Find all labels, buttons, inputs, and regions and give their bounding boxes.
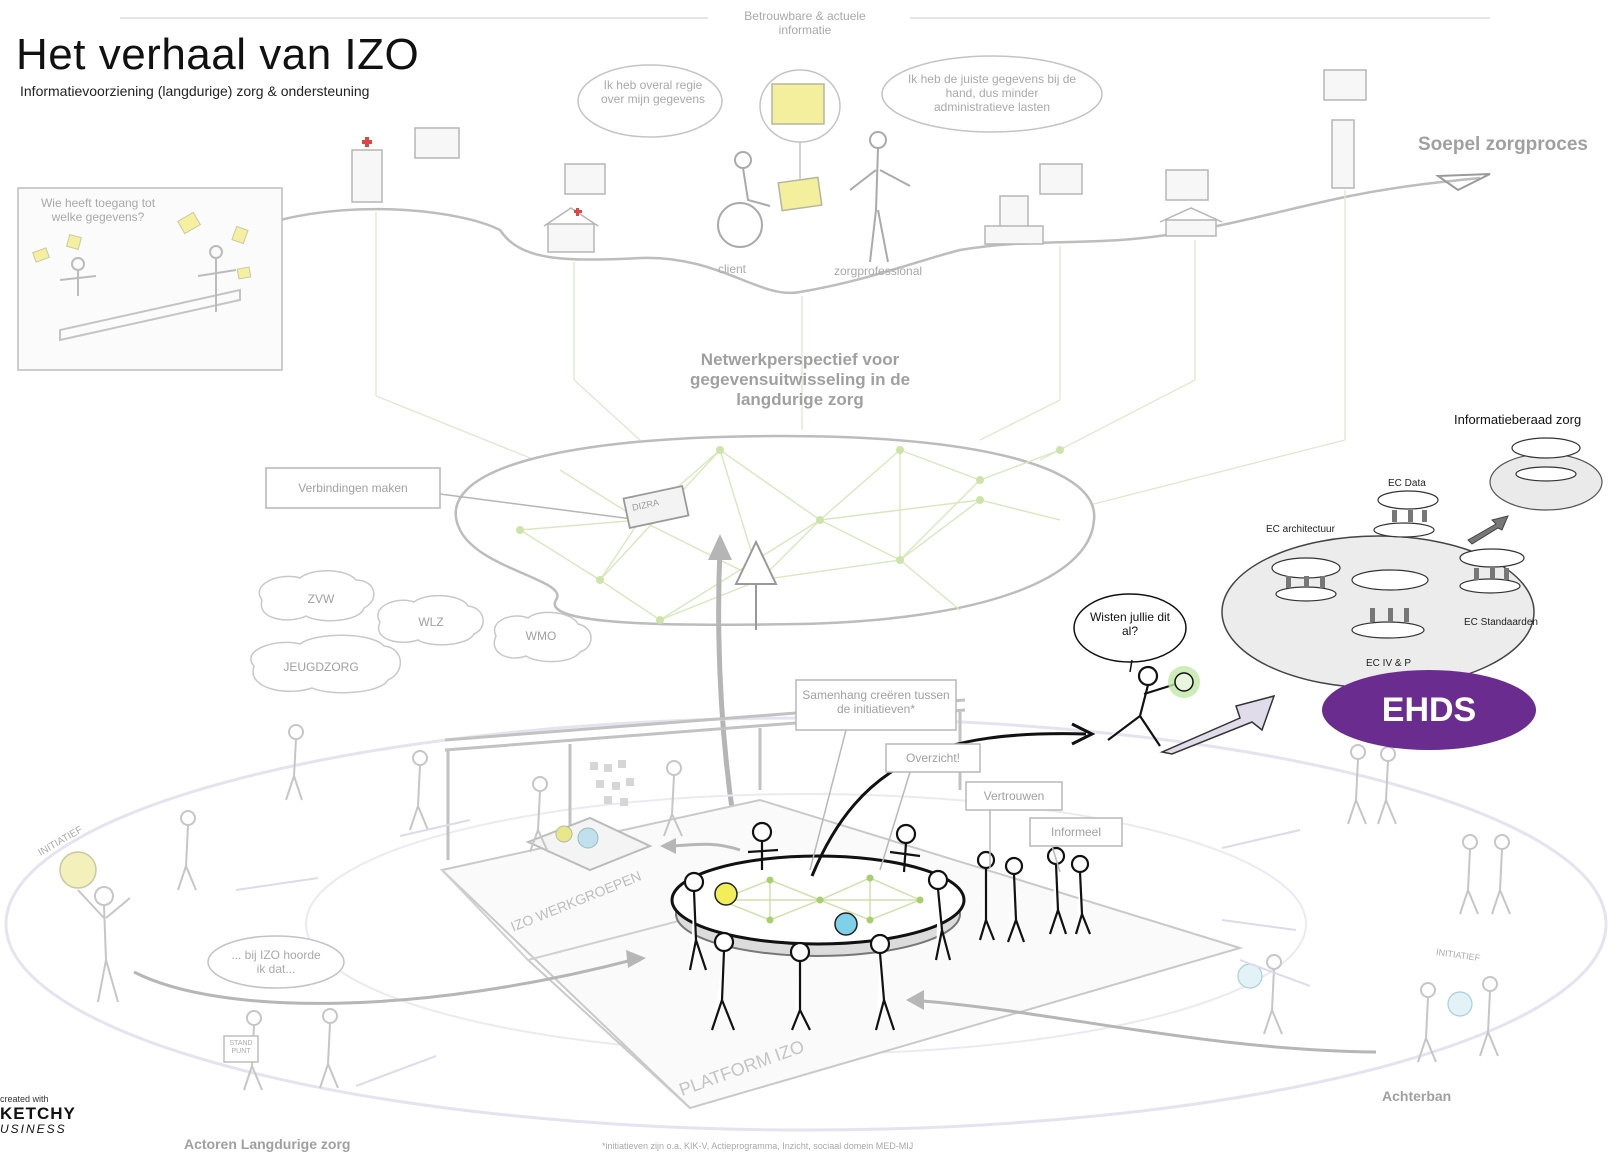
ehds-badge: EHDS <box>1322 670 1536 750</box>
cloud-zvw: ZVW <box>307 592 335 606</box>
access-question: Wie heeft toegang tot welke gegevens? <box>40 196 156 224</box>
network-title: Netwerkperspectief voor gegevensuitwisse… <box>689 350 911 409</box>
actoren-label: Actoren Langdurige zorg <box>184 1136 351 1152</box>
achterban-label: Achterban <box>1382 1088 1452 1104</box>
logo-name: KETCHY <box>0 1104 76 1123</box>
footnote: *initiatieven zijn o.a. KIK-V, Actieprog… <box>602 1141 914 1151</box>
ec-data-label: EC Data <box>1388 478 1426 489</box>
ec-standaarden-label: EC Standaarden <box>1464 617 1538 628</box>
samenhang-label: Samenhang creëren tussen de initiatieven… <box>802 688 950 716</box>
wisten-bubble: Wisten jullie dit al? <box>1089 610 1171 638</box>
informatieberaad-title: Informatieberaad zorg <box>1454 412 1582 427</box>
informeel-label: Informeel <box>1050 825 1102 839</box>
ec-architectuur-label: EC architectuur <box>1266 524 1335 535</box>
professional-quote: Ik heb de juiste gegevens bij de hand, d… <box>907 72 1077 114</box>
vertrouwen-label: Vertrouwen <box>983 789 1045 803</box>
logo-created-with: created with <box>0 1094 49 1104</box>
ec-ivp-label: EC IV & P <box>1366 658 1412 669</box>
cloud-wmo: WMO <box>525 629 557 643</box>
overzicht-label: Overzicht! <box>905 751 960 765</box>
bij-izo-bubble: ... bij IZO hoorde ik dat... <box>231 948 321 976</box>
cloud-jeugdzorg: JEUGDZORG <box>283 660 359 674</box>
verbindingen-label: Verbindingen maken <box>298 481 408 495</box>
process-label: Soepel zorgproces <box>1418 134 1588 155</box>
standpunt-label: STAND PUNT <box>229 1040 253 1055</box>
logo-sub: USINESS <box>0 1122 67 1136</box>
page-subtitle: Informatievoorziening (langdurige) zorg … <box>20 83 370 99</box>
client-quote: Ik heb overal regie over mijn gegevens <box>600 78 706 106</box>
page-title: Het verhaal van IZO <box>16 30 420 79</box>
cloud-wlz: WLZ <box>418 615 444 629</box>
top-label: Betrouwbare & actuele informatie <box>744 9 866 37</box>
client-label: client <box>718 262 747 276</box>
professional-label: zorgprofessional <box>834 264 923 278</box>
